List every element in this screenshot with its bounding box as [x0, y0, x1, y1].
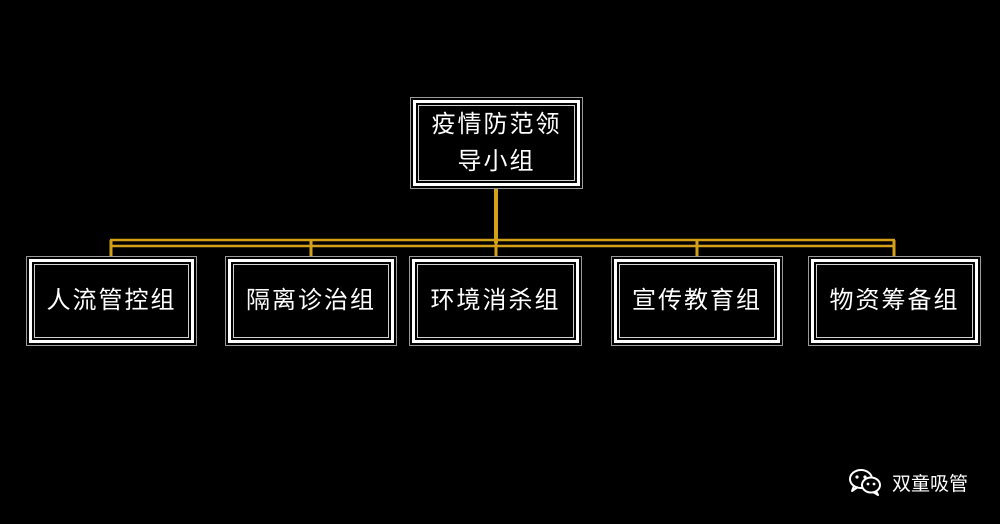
- watermark: 双童吸管: [848, 468, 968, 496]
- bus-connector: [110, 238, 895, 248]
- watermark-text: 双童吸管: [891, 472, 968, 495]
- child-node-crowd-control: 人流管控组: [29, 259, 194, 343]
- child-node-disinfection: 环境消杀组: [412, 259, 579, 343]
- child-node-isolation-treatment: 隔离诊治组: [228, 259, 394, 343]
- child-node-label: 物资筹备组: [829, 286, 960, 315]
- root-node-label: 疫情防范领 导小组: [432, 106, 562, 180]
- child-node-label: 人流管控组: [46, 286, 177, 315]
- drop-connectors: [109, 240, 896, 259]
- child-node-label: 环境消杀组: [430, 286, 561, 315]
- wechat-icon: [848, 468, 882, 496]
- child-node-label: 宣传教育组: [632, 286, 762, 315]
- child-node-supplies-preparation: 物资筹备组: [811, 259, 978, 343]
- child-node-publicity-education: 宣传教育组: [614, 259, 780, 343]
- root-node-leadership-group: 疫情防范领 导小组: [413, 100, 580, 186]
- child-node-label: 隔离诊治组: [246, 286, 376, 315]
- root-node-label-line1: 疫情防范领: [431, 109, 562, 138]
- root-node-label-line2: 导小组: [457, 147, 536, 175]
